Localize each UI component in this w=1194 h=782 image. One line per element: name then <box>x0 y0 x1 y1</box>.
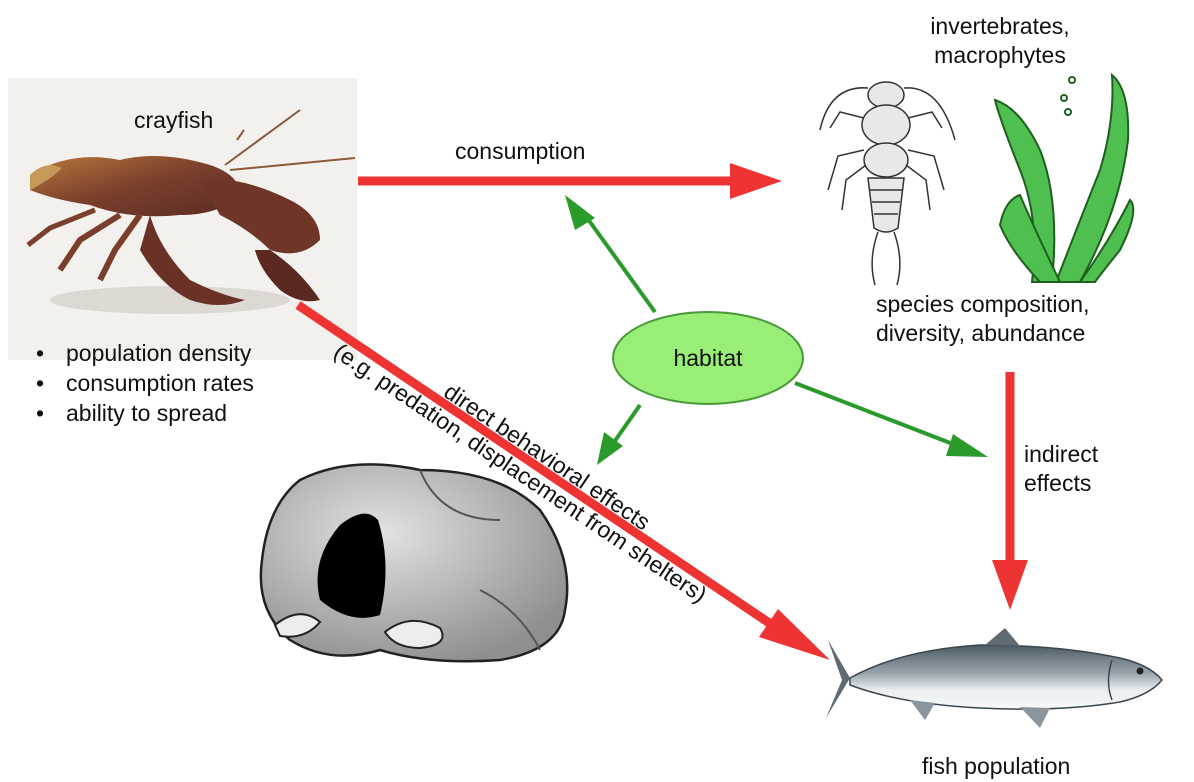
stonefly-nymph-image <box>820 82 955 285</box>
prey-title-line: macrophytes <box>900 41 1100 70</box>
indirect-effects-label: indirect effects <box>1024 440 1098 498</box>
fish-population-label: fish population <box>922 752 1070 781</box>
prey-title: invertebrates, macrophytes <box>900 12 1100 70</box>
habitat-to-shelter-arrow <box>612 405 640 445</box>
rock-shelter-image <box>261 464 567 661</box>
habitat-to-indirect-arrow <box>795 383 958 446</box>
consumption-arrowhead <box>730 163 782 199</box>
attribute-item: •ability to spread <box>36 398 254 428</box>
attribute-item: •population density <box>36 338 254 368</box>
direct-effects-arrowhead <box>759 609 830 660</box>
aquatic-plant-image <box>995 75 1133 282</box>
crayfish-attributes: •population density •consumption rates •… <box>36 338 254 428</box>
prey-caption-line: diversity, abundance <box>876 319 1090 348</box>
consumption-label: consumption <box>455 137 585 166</box>
indirect-line: indirect <box>1024 440 1098 469</box>
trout-image <box>826 628 1162 728</box>
prey-caption-line: species composition, <box>876 290 1090 319</box>
habitat-to-consumption-arrow <box>585 215 655 312</box>
indirect-line: effects <box>1024 469 1098 498</box>
habitat-label: habitat <box>658 344 758 373</box>
crayfish-label: crayfish <box>134 106 213 135</box>
prey-title-line: invertebrates, <box>900 12 1100 41</box>
indirect-effects-arrowhead <box>992 560 1028 610</box>
attribute-item: •consumption rates <box>36 368 254 398</box>
prey-caption: species composition, diversity, abundanc… <box>876 290 1090 348</box>
